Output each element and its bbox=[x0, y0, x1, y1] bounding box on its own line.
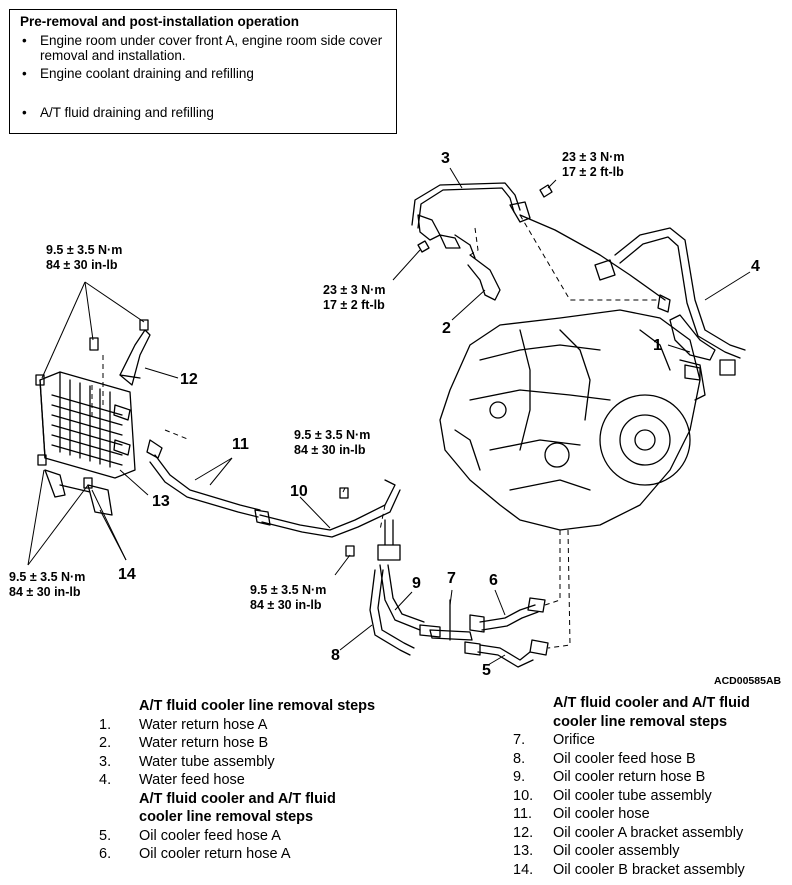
callout-8: 8 bbox=[331, 647, 340, 664]
callout-13: 13 bbox=[152, 493, 170, 510]
orifice bbox=[419, 599, 473, 641]
removal-steps-right: A/T fluid cooler and A/T fluid cooler li… bbox=[513, 694, 783, 879]
callout-9: 9 bbox=[412, 575, 421, 592]
step-row: 11.Oil cooler hose bbox=[513, 806, 650, 822]
step-row: 13.Oil cooler assembly bbox=[513, 843, 680, 859]
callout-1: 1 bbox=[653, 337, 662, 354]
callout-12: 12 bbox=[180, 371, 198, 388]
torque-label-cooler-bracket-b: 9.5 ± 3.5 N·m 84 ± 30 in-lb bbox=[9, 570, 86, 599]
step-row: 8.Oil cooler feed hose B bbox=[513, 750, 696, 767]
steps-heading-right: A/T fluid cooler and A/T fluid cooler li… bbox=[553, 695, 750, 730]
callout-4: 4 bbox=[751, 258, 760, 275]
torque-label-tube-lower: 9.5 ± 3.5 N·m 84 ± 30 in-lb bbox=[250, 583, 327, 612]
removal-steps-left: A/T fluid cooler line removal steps 1.Wa… bbox=[99, 697, 399, 864]
step-row: 2.Water return hose B bbox=[99, 735, 269, 751]
step-row: 7.Orifice bbox=[513, 732, 595, 748]
step-row: 14.Oil cooler B bracket assembly bbox=[513, 861, 745, 878]
bolts bbox=[35, 184, 553, 557]
note-item-atf: A/T fluid draining and refilling bbox=[20, 105, 386, 120]
oil-cooler-hose bbox=[146, 439, 261, 518]
water-feed-hose bbox=[594, 227, 746, 376]
note-item-cover: Engine room under cover front A, engine … bbox=[20, 33, 386, 63]
water-tube-assembly bbox=[411, 182, 666, 301]
pre-removal-note-box: Pre-removal and post-installation operat… bbox=[9, 9, 397, 134]
note-title: Pre-removal and post-installation operat… bbox=[20, 14, 300, 29]
callout-3: 3 bbox=[441, 150, 450, 167]
oil-cooler-feed-hose-b bbox=[369, 569, 415, 656]
step-row: 4.Water feed hose bbox=[99, 772, 245, 788]
torque-label-water-tube-upper: 23 ± 3 N·m 17 ± 2 ft-lb bbox=[562, 150, 625, 179]
oil-cooler-return-hose-b bbox=[379, 564, 425, 631]
callout-11: 11 bbox=[232, 436, 249, 453]
callout-5: 5 bbox=[482, 662, 491, 679]
guide-lines bbox=[91, 214, 660, 649]
oil-cooler-feed-hose-a bbox=[464, 639, 549, 668]
step-row: 3.Water tube assembly bbox=[99, 753, 275, 770]
steps-heading-b: A/T fluid cooler and A/T fluid cooler li… bbox=[139, 790, 336, 826]
callout-6: 6 bbox=[489, 572, 498, 589]
torque-label-tube-upper: 9.5 ± 3.5 N·m 84 ± 30 in-lb bbox=[294, 428, 371, 457]
leader-lines bbox=[27, 167, 751, 666]
callout-7: 7 bbox=[447, 570, 456, 587]
step-row: 10.Oil cooler tube assembly bbox=[513, 787, 712, 804]
note-list: Engine room under cover front A, engine … bbox=[20, 33, 386, 120]
oil-cooler-b-bracket bbox=[44, 469, 113, 516]
torque-label-cooler-bracket-a: 9.5 ± 3.5 N·m 84 ± 30 in-lb bbox=[46, 243, 123, 272]
step-row: 9.Oil cooler return hose B bbox=[513, 769, 706, 785]
oil-cooler-tube-assembly bbox=[254, 479, 401, 561]
transmission-case bbox=[439, 309, 706, 531]
oil-cooler-assembly bbox=[39, 371, 136, 479]
step-row: 12.Oil cooler A bracket assembly bbox=[513, 824, 744, 841]
oil-cooler-return-hose-a bbox=[469, 597, 546, 633]
torque-label-water-tube-lower: 23 ± 3 N·m 17 ± 2 ft-lb bbox=[323, 283, 386, 312]
step-row: 6.Oil cooler return hose A bbox=[99, 846, 291, 862]
steps-heading-a: A/T fluid cooler line removal steps bbox=[139, 698, 376, 714]
oil-cooler-a-bracket bbox=[119, 329, 151, 386]
water-return-hose-a bbox=[657, 294, 716, 381]
figure-code: ACD00585AB bbox=[714, 675, 782, 687]
water-return-hose-b bbox=[439, 234, 501, 301]
step-row: 1.Water return hose A bbox=[99, 716, 268, 733]
callout-10: 10 bbox=[290, 483, 308, 500]
callout-2: 2 bbox=[442, 320, 451, 337]
step-row: 5.Oil cooler feed hose A bbox=[99, 827, 281, 844]
callout-14: 14 bbox=[118, 566, 136, 583]
note-item-coolant: Engine coolant draining and refilling bbox=[20, 66, 386, 81]
